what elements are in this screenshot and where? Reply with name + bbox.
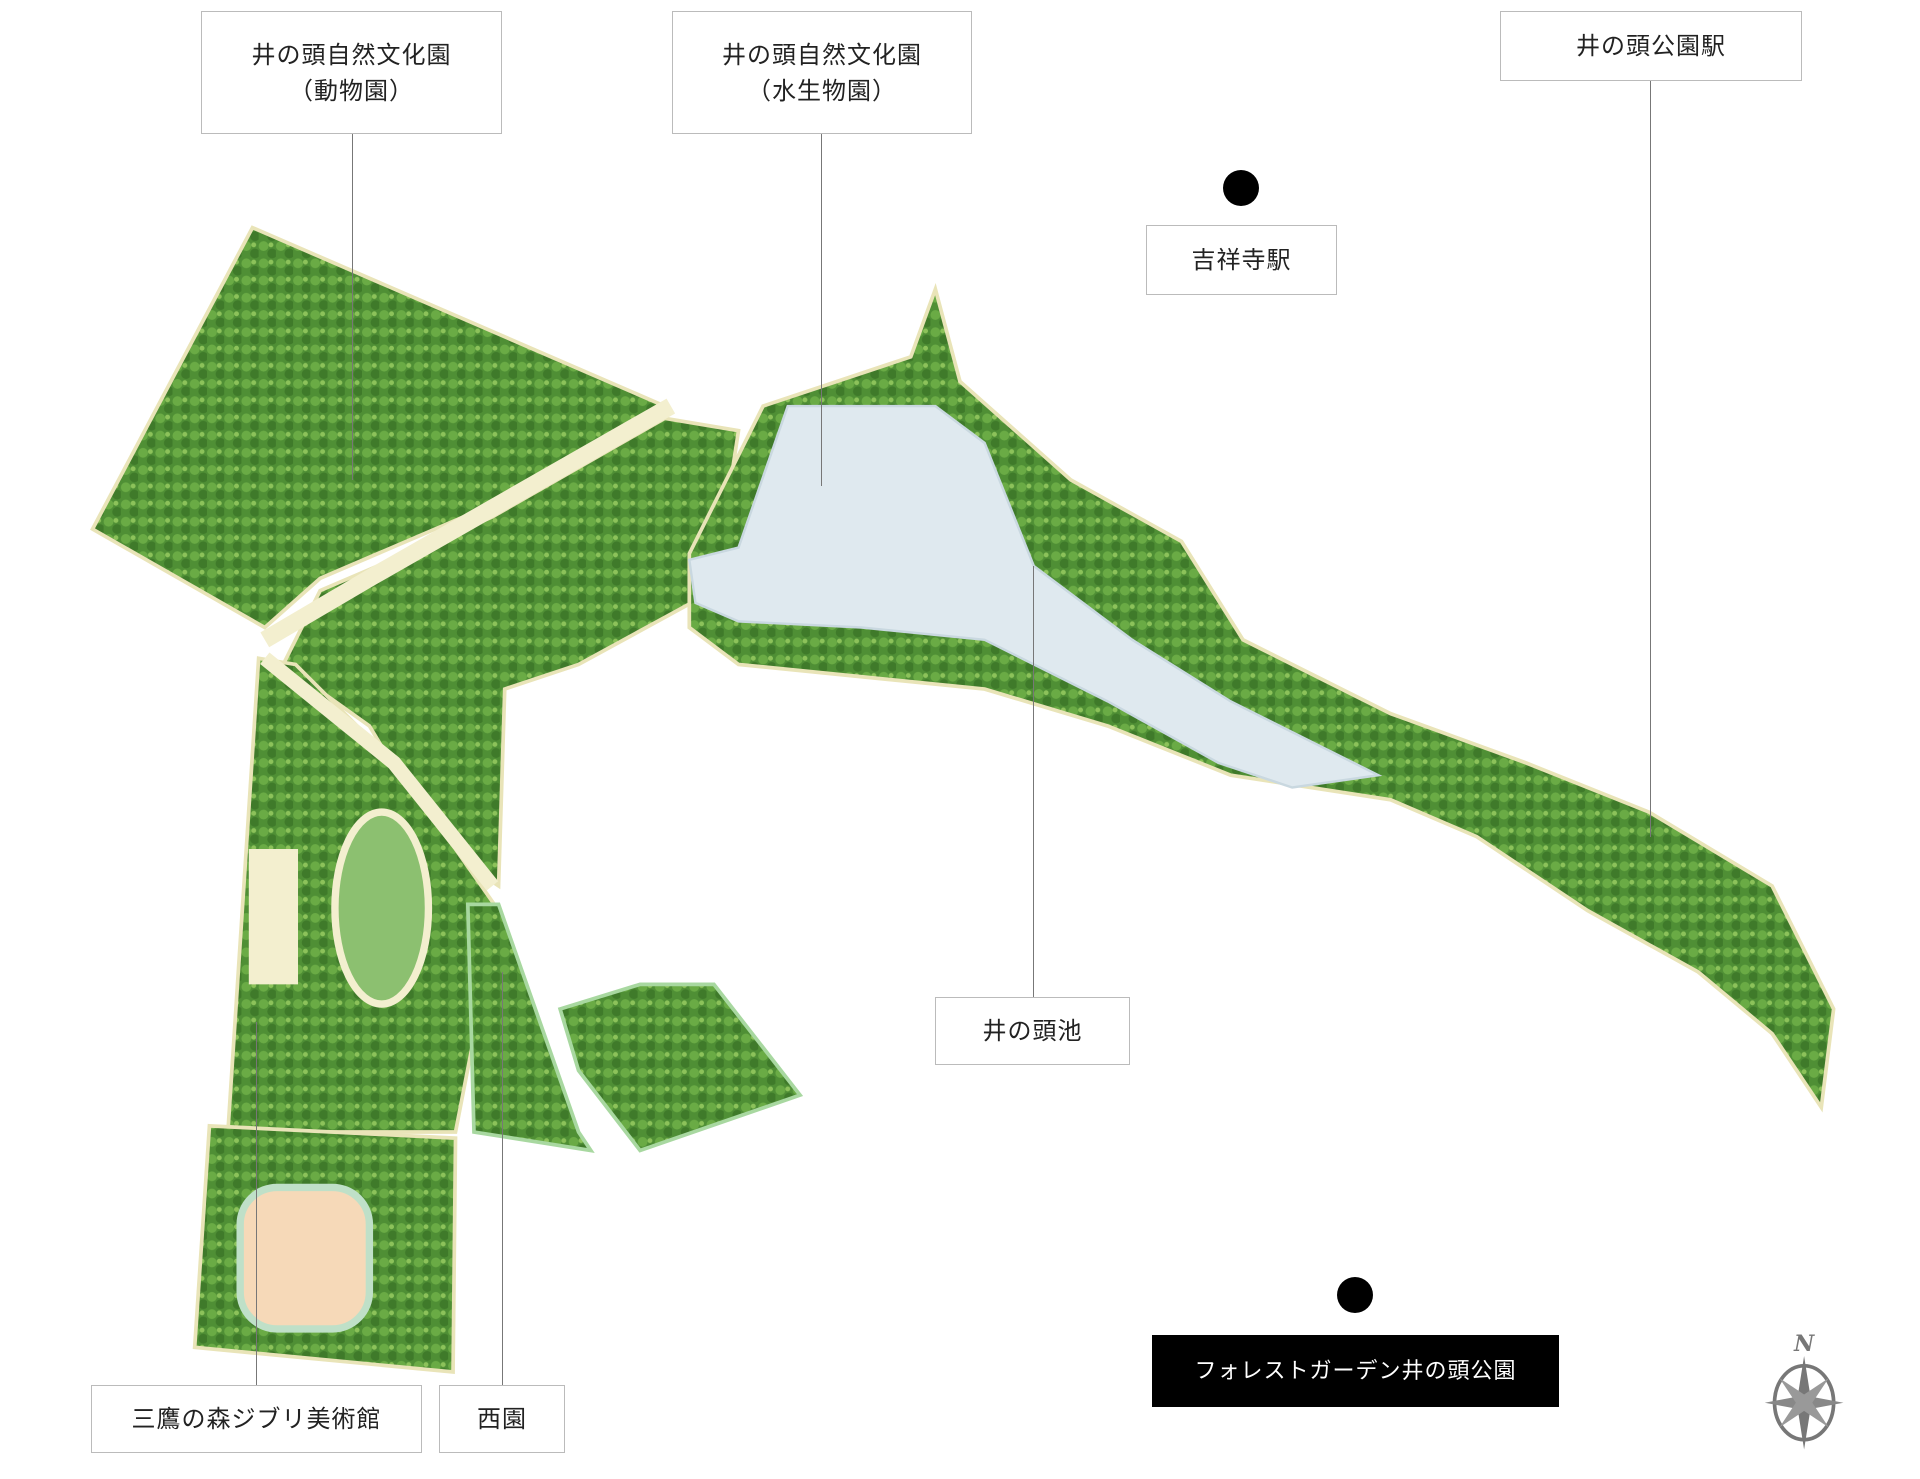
west-garden-label[interactable]: 西園 bbox=[439, 1385, 565, 1453]
kichijoji-station-marker bbox=[1223, 170, 1259, 206]
aquarium-label-line1: 井の頭自然文化園 bbox=[722, 40, 922, 69]
aquarium-label-line2: （水生物園） bbox=[747, 76, 897, 105]
station-leader-line bbox=[1650, 81, 1651, 837]
kichijoji-station-label[interactable]: 吉祥寺駅 bbox=[1146, 225, 1337, 295]
forest-garden-marker bbox=[1337, 1277, 1373, 1313]
west-garden-block bbox=[557, 982, 804, 1153]
forest-garden-label[interactable]: フォレストガーデン井の頭公園 bbox=[1152, 1335, 1559, 1407]
building bbox=[248, 849, 299, 985]
ghibli-leader-line bbox=[256, 1022, 257, 1385]
west-garden-strip bbox=[465, 902, 595, 1153]
track-lawn bbox=[331, 808, 433, 1008]
forest-areas bbox=[90, 225, 1836, 1374]
zoo-label-line1: 井の頭自然文化園 bbox=[251, 40, 452, 69]
compass-rose: N bbox=[1764, 1331, 1844, 1450]
south-road bbox=[260, 652, 499, 891]
ghibli-museum-label[interactable]: 三鷹の森ジブリ美術館 bbox=[91, 1385, 422, 1453]
compass-north: N bbox=[1793, 1331, 1815, 1357]
zoo-label[interactable]: 井の頭自然文化園 （動物園） bbox=[201, 11, 502, 134]
aquarium-leader-line bbox=[821, 134, 822, 486]
pond-leader-line bbox=[1033, 566, 1034, 997]
inokashira-station-label[interactable]: 井の頭公園駅 bbox=[1500, 11, 1802, 81]
athletic-field bbox=[236, 1183, 374, 1333]
zoo-label-line2: （動物園） bbox=[289, 76, 414, 105]
west-garden-leader-line bbox=[502, 972, 503, 1385]
aquarium-label[interactable]: 井の頭自然文化園 （水生物園） bbox=[672, 11, 972, 134]
pond-label[interactable]: 井の頭池 bbox=[935, 997, 1130, 1065]
main-road bbox=[260, 398, 676, 648]
zoo-leader-line bbox=[352, 134, 353, 480]
